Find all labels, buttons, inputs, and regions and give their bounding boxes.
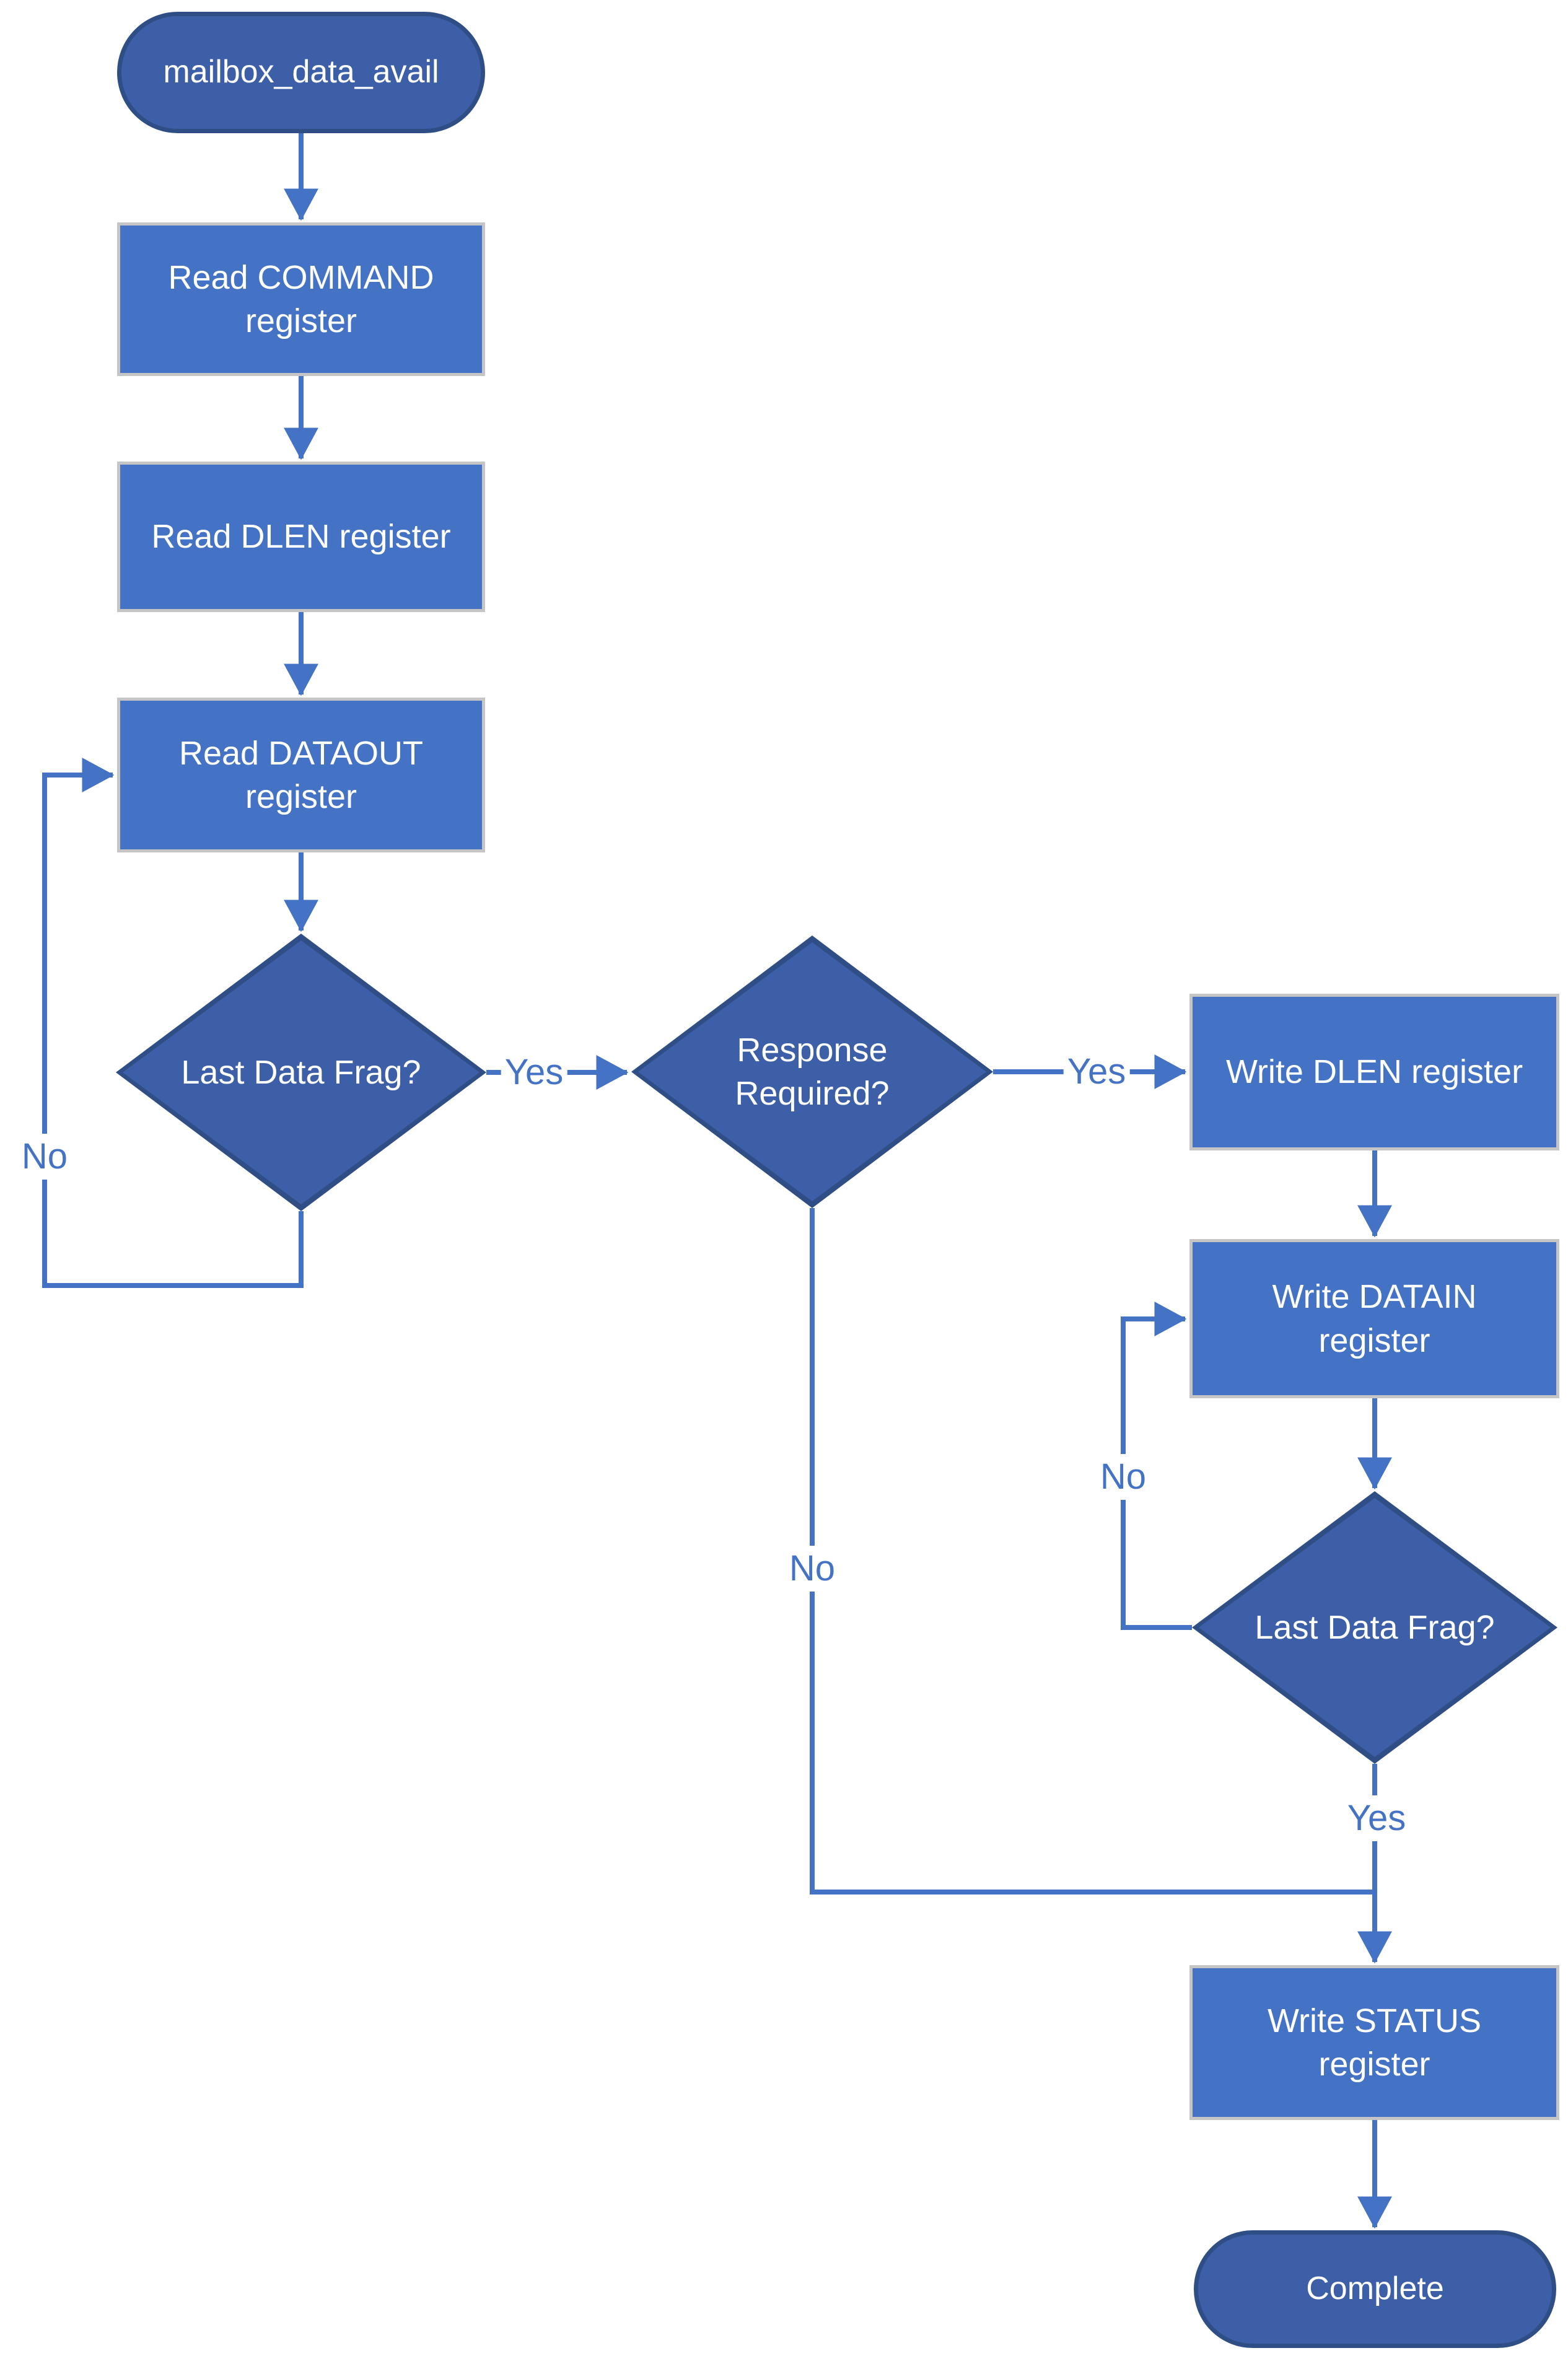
edge-last-frag-1-no-loop [42, 758, 304, 1288]
decision-last-data-frag-2: Last Data Frag? [1192, 1491, 1557, 1764]
node-label: Complete [1306, 2271, 1444, 2307]
edge-response-required-no [810, 1208, 1375, 1894]
node-label: Write DLEN register [1225, 1053, 1523, 1091]
node-label: mailbox_data_avail [163, 54, 439, 90]
edge-label-yes-1: Yes [501, 1049, 567, 1095]
decision-response-required: Response Required? [631, 935, 993, 1208]
edge-label-yes-2: Yes [1063, 1049, 1130, 1095]
node-label: Write DATAIN [1272, 1278, 1477, 1316]
decision-last-data-frag-1: Last Data Frag? [116, 934, 486, 1211]
process-read-dataout-register: Read DATAOUT register [117, 698, 485, 852]
edge-label-yes-3: Yes [1343, 1795, 1410, 1841]
node-label: Read COMMAND [168, 258, 434, 296]
process-write-status-register: Write STATUS register [1189, 1965, 1559, 2120]
node-label: Last Data Frag? [181, 1053, 421, 1091]
process-write-dlen-register: Write DLEN register [1189, 994, 1559, 1150]
node-label: Response [737, 1031, 888, 1069]
node-label: Read DLEN register [151, 518, 451, 556]
terminator-start-mailbox-data-avail: mailbox_data_avail [117, 12, 485, 133]
edge-label-no-1: No [17, 1134, 72, 1180]
node-label: Last Data Frag? [1255, 1608, 1495, 1646]
node-label: Write STATUS [1267, 2002, 1481, 2039]
edge-label-no-2: No [785, 1546, 839, 1592]
process-read-command-register: Read COMMAND register [117, 222, 485, 376]
process-write-datain-register: Write DATAIN register [1189, 1239, 1559, 1398]
node-label: Read DATAOUT [178, 734, 424, 772]
edge-label-no-3: No [1096, 1454, 1150, 1500]
process-read-dlen-register: Read DLEN register [117, 462, 485, 612]
terminator-complete: Complete [1194, 2230, 1556, 2348]
